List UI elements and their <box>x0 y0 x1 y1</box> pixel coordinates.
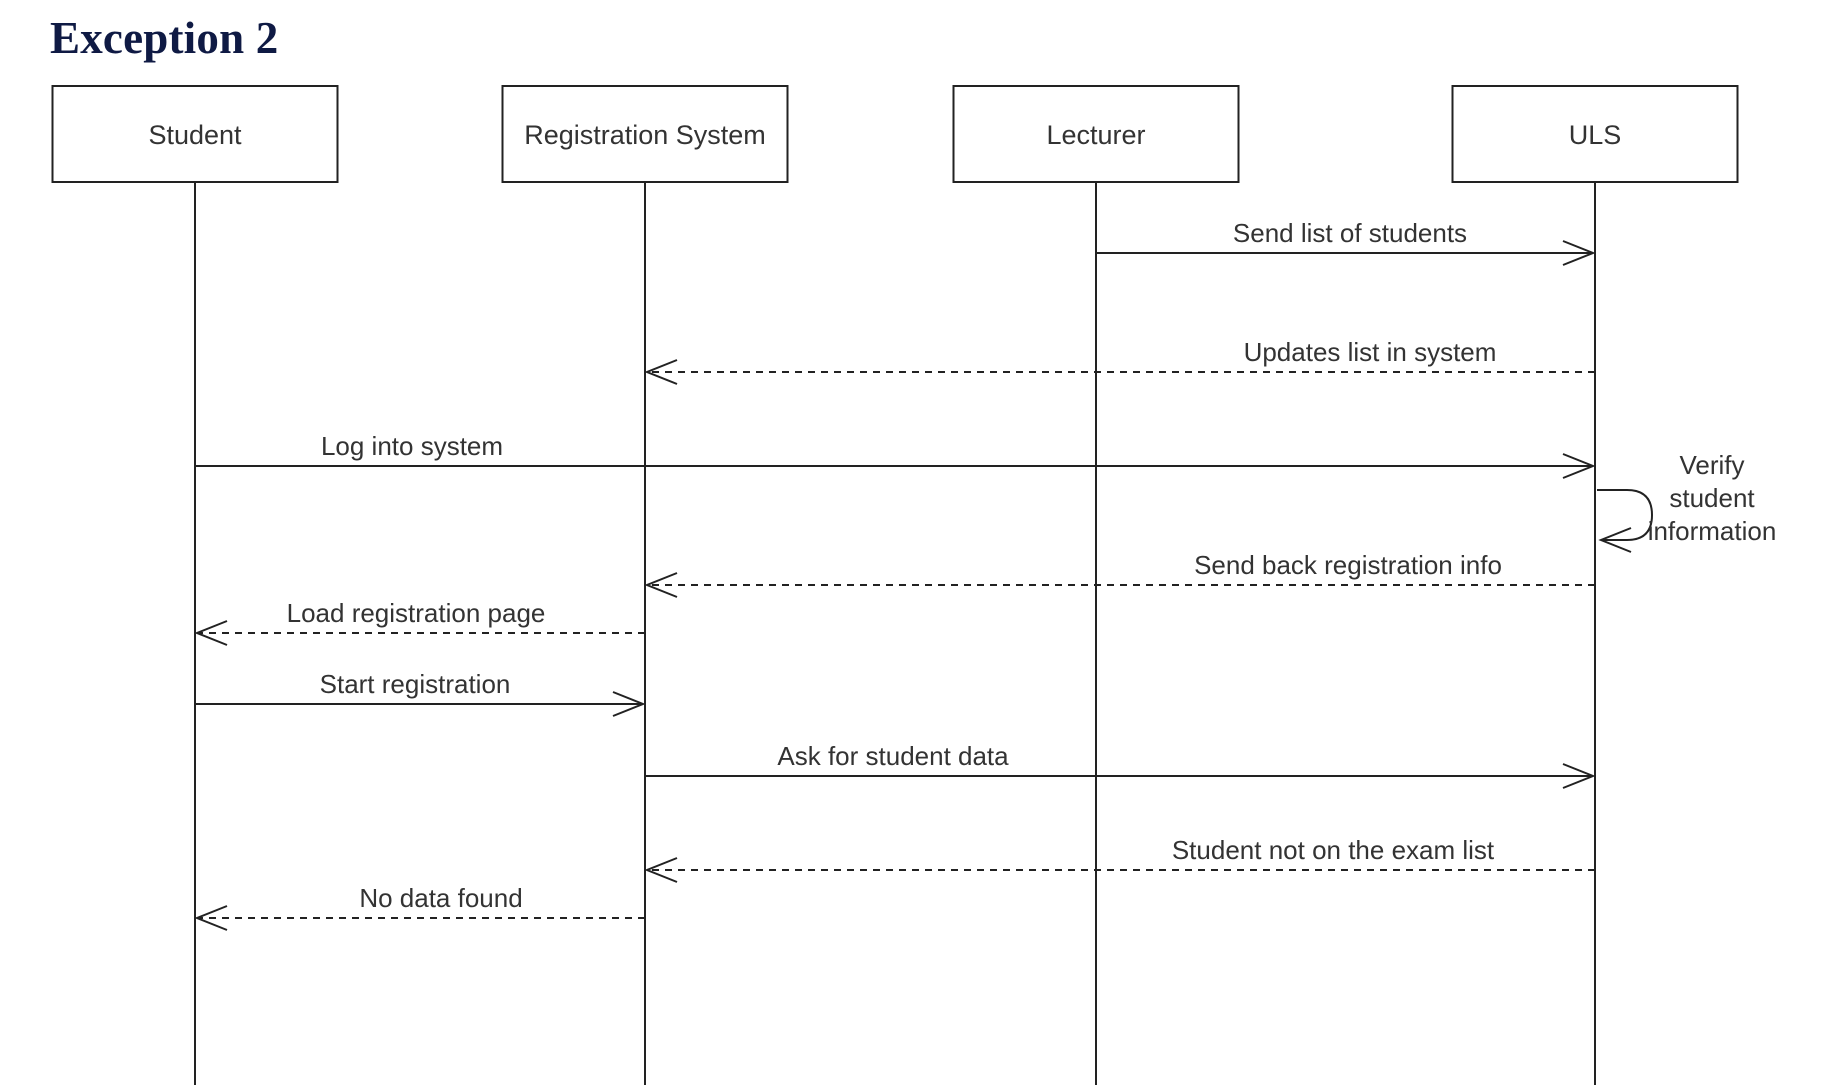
actor-box-student <box>51 85 339 183</box>
arrow-head-7 <box>612 691 646 717</box>
message-label-8: Ask for student data <box>777 741 1009 771</box>
message-label-10: No data found <box>359 883 522 913</box>
message-label-5: Send back registration info <box>1194 550 1502 580</box>
message-label-9: Student not on the exam list <box>1172 835 1495 865</box>
page-title: Exception 2 <box>50 13 279 63</box>
arrow-head-10 <box>194 905 228 931</box>
arrow-head-1 <box>1562 240 1596 266</box>
arrow-head-4 <box>1598 527 1632 553</box>
message-line-4 <box>1597 489 1654 541</box>
actor-box-lecturer <box>952 85 1240 183</box>
message-label-7: Start registration <box>320 669 511 699</box>
actor-label-registration: Registration System <box>524 120 766 150</box>
actor-box-uls <box>1451 85 1739 183</box>
arrow-head-3 <box>1562 453 1596 479</box>
actor-label-uls: ULS <box>1569 120 1622 150</box>
message-label-3: Log into system <box>321 431 503 461</box>
arrow-head-9 <box>644 857 678 883</box>
actor-box-registration <box>501 85 789 183</box>
actor-label-lecturer: Lecturer <box>1046 120 1145 150</box>
message-label-2: Updates list in system <box>1244 337 1497 367</box>
arrow-head-8 <box>1562 763 1596 789</box>
arrow-head-6 <box>194 620 228 646</box>
actor-label-student: Student <box>148 120 242 150</box>
message-label-6: Load registration page <box>287 598 546 628</box>
arrow-head-5 <box>644 572 678 598</box>
arrow-head-2 <box>644 359 678 385</box>
message-label-1: Send list of students <box>1233 218 1467 248</box>
